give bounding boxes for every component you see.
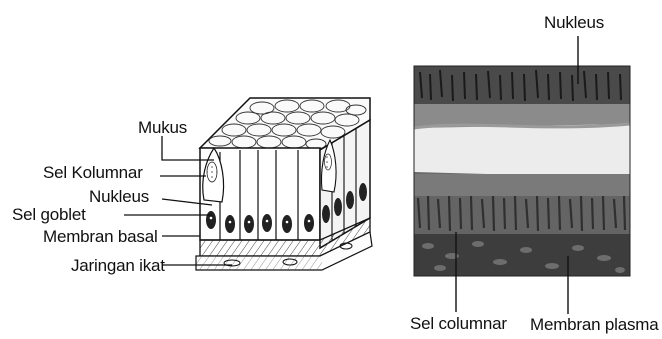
label-nukleus-right: Nukleus [544, 14, 604, 31]
label-jaringan-ikat: Jaringan ikat [71, 257, 165, 274]
label-membran-plasma: Membran plasma [530, 316, 659, 333]
label-sel-kolumnar: Sel Kolumnar [43, 164, 143, 181]
label-sel-goblet: Sel goblet [12, 206, 86, 223]
label-nukleus-left: Nukleus [89, 188, 149, 205]
epithelium-micrograph [414, 66, 630, 276]
label-mukus: Mukus [138, 119, 187, 136]
label-sel-columnar: Sel columnar [410, 315, 507, 332]
label-membran-basal: Membran basal [43, 228, 158, 245]
